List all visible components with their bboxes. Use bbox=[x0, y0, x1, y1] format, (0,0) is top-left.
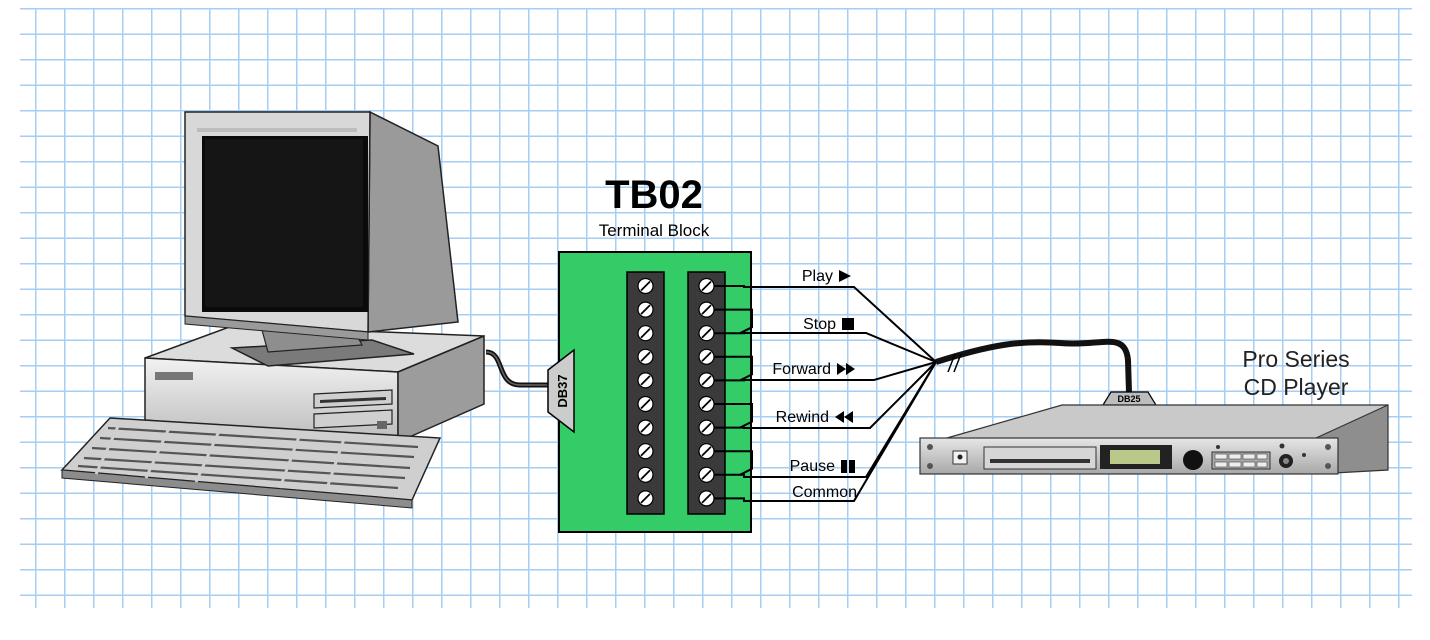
db37-label: DB37 bbox=[555, 374, 570, 407]
block-subtitle: Terminal Block bbox=[599, 221, 710, 240]
play-icon bbox=[839, 270, 851, 282]
terminal-screw bbox=[698, 325, 715, 342]
cable-break-mark bbox=[947, 353, 962, 373]
device-label-line2: CD Player bbox=[1244, 374, 1349, 400]
signal-label-common: Common bbox=[792, 484, 857, 501]
terminal-screw bbox=[637, 277, 654, 295]
jumper-wire bbox=[714, 403, 753, 429]
signal-label-pause: Pause bbox=[790, 458, 835, 475]
terminal-screw bbox=[637, 490, 654, 507]
jumper-wire bbox=[714, 308, 753, 335]
signal-wire bbox=[714, 361, 937, 382]
terminal-screw bbox=[698, 443, 715, 460]
signal-label-forward: Forward bbox=[772, 361, 831, 378]
signal-label-play: Play bbox=[802, 268, 833, 285]
terminal-screw bbox=[637, 325, 654, 342]
terminal-screw bbox=[698, 372, 715, 389]
jumper-wire bbox=[714, 450, 753, 476]
terminal-screw bbox=[698, 419, 715, 436]
db37-connector: DB37 bbox=[547, 348, 575, 434]
jumper-wire bbox=[714, 355, 753, 382]
device-label-line1: Pro Series bbox=[1242, 346, 1349, 372]
bundle-cable bbox=[935, 338, 1132, 393]
pause-icon bbox=[841, 460, 855, 473]
rewind-icon bbox=[835, 411, 853, 423]
terminal-screw bbox=[637, 348, 654, 365]
terminal-screw bbox=[637, 372, 654, 389]
stop-icon bbox=[842, 318, 854, 330]
block-title: TB02 bbox=[605, 173, 703, 217]
db25-label: DB25 bbox=[1117, 394, 1140, 404]
terminal-screw bbox=[698, 277, 715, 295]
signal-label-rewind: Rewind bbox=[776, 409, 829, 426]
fast-forward-icon bbox=[837, 363, 855, 375]
terminal-screw bbox=[637, 419, 654, 436]
terminal-screw bbox=[637, 301, 654, 318]
computer-illustration bbox=[60, 110, 485, 509]
signal-wire bbox=[714, 332, 937, 363]
terminal-screw bbox=[637, 443, 654, 460]
signal-wire bbox=[714, 361, 937, 478]
terminal-screw bbox=[698, 466, 715, 483]
signal-label-stop: Stop bbox=[803, 316, 836, 333]
terminal-screw bbox=[698, 395, 715, 413]
terminal-screw bbox=[698, 348, 715, 365]
cd-player-illustration: DB25 bbox=[919, 391, 1389, 475]
terminal-screw bbox=[698, 301, 715, 318]
signal-wire bbox=[714, 361, 937, 429]
terminal-screw bbox=[637, 395, 654, 413]
terminal-screw bbox=[698, 490, 715, 507]
signal-wire bbox=[714, 285, 937, 363]
terminal-screw bbox=[637, 466, 654, 483]
signal-wire bbox=[714, 361, 937, 502]
